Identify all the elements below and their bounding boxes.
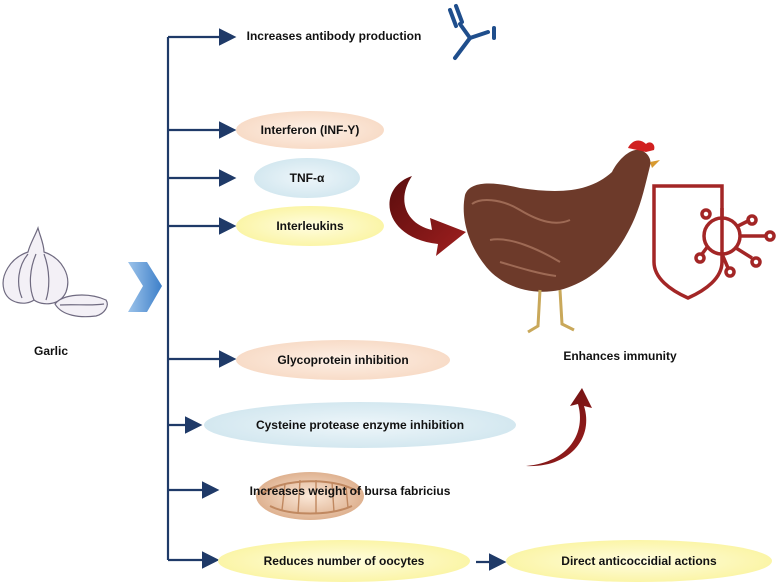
chevron-right-icon <box>128 262 162 312</box>
garlic-icon <box>2 226 108 318</box>
branch-label-antibody: Increases antibody production <box>246 29 422 43</box>
branch-oval-cysteine: Cysteine protease enzyme inhibition <box>204 402 516 448</box>
outcome-label: Enhances immunity <box>563 349 677 363</box>
curved-arrow-up-icon <box>526 388 592 467</box>
branch-oval-tnf: TNF-α <box>254 158 360 198</box>
branch-oval-glycoprotein: Glycoprotein inhibition <box>236 340 450 380</box>
branch-oval-oocytes: Reduces number of oocytes <box>218 540 470 582</box>
branch-oval-interleukins: Interleukins <box>236 206 384 246</box>
secondary-oval-anticoccidial: Direct anticoccidial actions <box>506 540 772 582</box>
bursa-tissue-icon <box>256 472 364 520</box>
curved-arrow-to-chicken-icon <box>389 176 466 256</box>
garlic-label: Garlic <box>33 344 69 358</box>
immunity-shield-icon <box>652 184 776 300</box>
branch-label-bursa: Increases weight of bursa fabricius <box>249 484 451 498</box>
chicken-icon <box>463 140 660 334</box>
branch-oval-interferon: Interferon (INF-Y) <box>236 111 384 149</box>
antibody-icon <box>448 4 496 60</box>
branch-arrows <box>168 28 507 571</box>
